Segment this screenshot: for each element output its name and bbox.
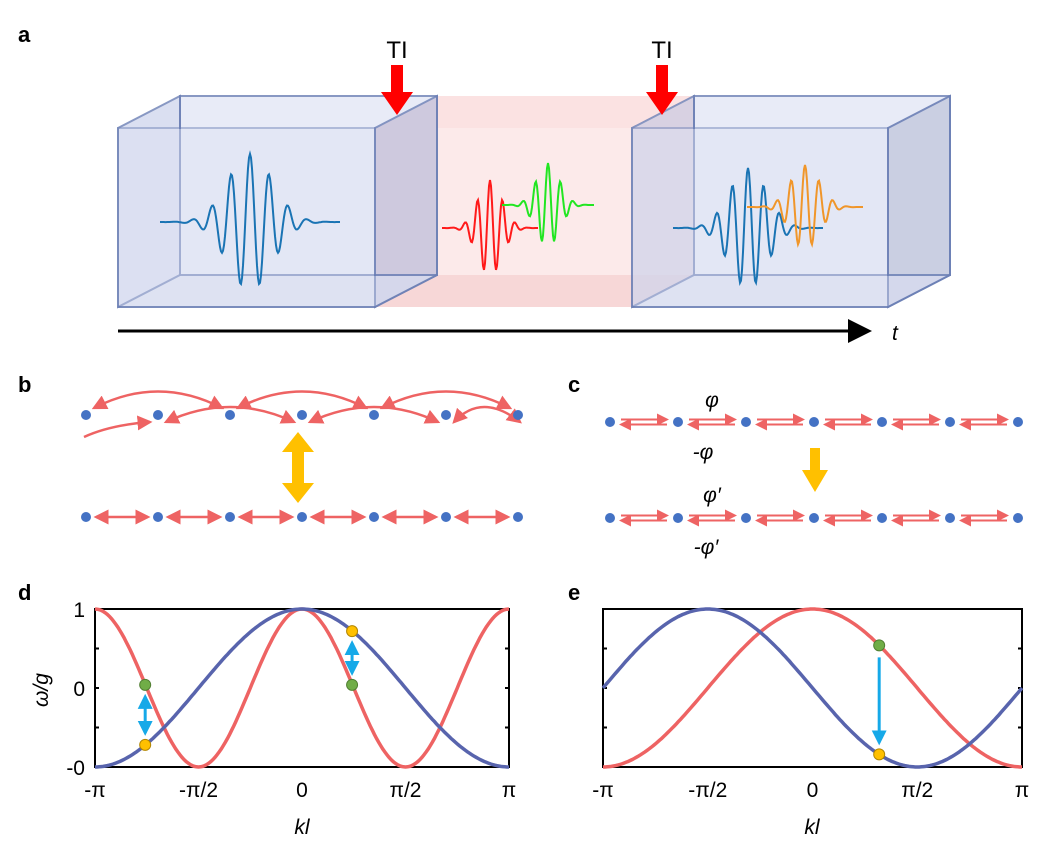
x-tick-label: π/2: [389, 779, 421, 802]
band-curve-blue: [601, 607, 1024, 769]
final-state-dot: [139, 738, 152, 751]
lattice-site: [225, 410, 235, 420]
panel-c: [605, 413, 1023, 527]
ti-arrow-right-icon: [646, 65, 678, 115]
initial-state-dot: [873, 639, 886, 652]
band-curve-blue: [95, 607, 509, 769]
x-tick-label: -π/2: [179, 779, 218, 802]
band-curve-red: [603, 607, 1022, 769]
lattice-site: [1013, 513, 1023, 523]
yellow-down-arrow-icon: [802, 448, 828, 492]
x-tick-label: π: [502, 779, 517, 802]
plots: -π -π/2 0 π/2 π -0 0 1 -π -π/2 0 π/2 π: [66, 599, 1029, 802]
hopping-arc-top: [235, 390, 369, 410]
lattice-site: [809, 513, 819, 523]
lattice-site: [225, 512, 235, 522]
lattice-site: [945, 417, 955, 427]
x-tick-label: -π/2: [688, 779, 727, 802]
hopping-arc-bottom: [163, 405, 297, 424]
wave-packet-red: [442, 179, 538, 271]
yellow-double-arrow-icon: [282, 432, 314, 503]
lattice-site: [809, 417, 819, 427]
wave-packet-blue-right: [673, 167, 823, 286]
lattice-site: [673, 417, 683, 427]
lattice-site: [605, 417, 615, 427]
lattice-site: [153, 410, 163, 420]
plot-frame-d: [94, 608, 510, 768]
initial-state-dot: [139, 678, 152, 691]
panel-a: TI TI t: [117, 37, 951, 345]
lattice-site: [673, 513, 683, 523]
ti-arrow-left-icon: [381, 65, 413, 115]
hopping-arc-top: [91, 390, 225, 410]
final-state-dot: [873, 748, 886, 761]
x-axis-label-e: kl: [804, 816, 821, 839]
wave-packet-green: [502, 162, 594, 242]
x-tick-label: π/2: [901, 779, 933, 802]
initial-state-dot: [346, 678, 359, 691]
lattice-site: [369, 512, 379, 522]
lattice-site: [513, 512, 523, 522]
x-tick-label: -π: [84, 779, 105, 802]
neg-phi-label: -φ: [693, 441, 714, 464]
time-label: t: [892, 322, 899, 345]
lattice-site: [297, 512, 307, 522]
lattice-site: [877, 513, 887, 523]
hopping-arc-bottom: [452, 405, 522, 424]
ti-label-right: TI: [651, 37, 672, 64]
x-tick-label: 0: [296, 779, 308, 802]
lattice-site: [153, 512, 163, 522]
lattice-site: [369, 410, 379, 420]
panel-label-d: d: [18, 580, 31, 605]
ti-label-left: TI: [386, 37, 407, 64]
y-tick-label: 0: [73, 678, 85, 701]
phi-label: φ: [705, 389, 719, 412]
wave-packet-orange: [747, 164, 863, 248]
lattice-site: [441, 410, 451, 420]
x-axis-label-d: kl: [294, 816, 311, 839]
lattice-site: [877, 417, 887, 427]
panel-label-b: b: [18, 372, 31, 397]
hopping-arc-bottom: [307, 405, 441, 424]
lattice-site: [297, 410, 307, 420]
band-curve-red: [94, 607, 510, 769]
wave-packet-blue-left: [160, 150, 340, 287]
y-tick-label: 1: [73, 599, 85, 622]
lattice-site: [441, 512, 451, 522]
lattice-site: [1013, 417, 1023, 427]
lattice-site: [81, 512, 91, 522]
lattice-site: [741, 417, 751, 427]
right-box: [631, 94, 951, 309]
lattice-site: [81, 410, 91, 420]
lattice-site: [605, 513, 615, 523]
hopping-arc-top: [379, 390, 513, 410]
y-tick-label: -0: [66, 757, 85, 780]
final-state-dot: [346, 625, 359, 638]
x-tick-label: 0: [807, 779, 819, 802]
x-tick-label: -π: [592, 779, 613, 802]
panel-label-a: a: [18, 22, 31, 47]
lattice-site: [741, 513, 751, 523]
panel-label-e: e: [568, 580, 580, 605]
panel-b: [81, 390, 523, 525]
x-tick-label: π: [1015, 779, 1030, 802]
neg-phi-prime-label: -φ′: [694, 536, 720, 559]
lattice-site: [945, 513, 955, 523]
y-axis-label: ω/g: [30, 673, 53, 707]
hopping-arc-edge: [83, 415, 153, 439]
wave-packets: [160, 150, 863, 287]
phi-prime-label: φ′: [703, 484, 722, 507]
lattice-site: [513, 410, 523, 420]
left-box: [117, 94, 438, 309]
panel-label-c: c: [568, 372, 580, 397]
